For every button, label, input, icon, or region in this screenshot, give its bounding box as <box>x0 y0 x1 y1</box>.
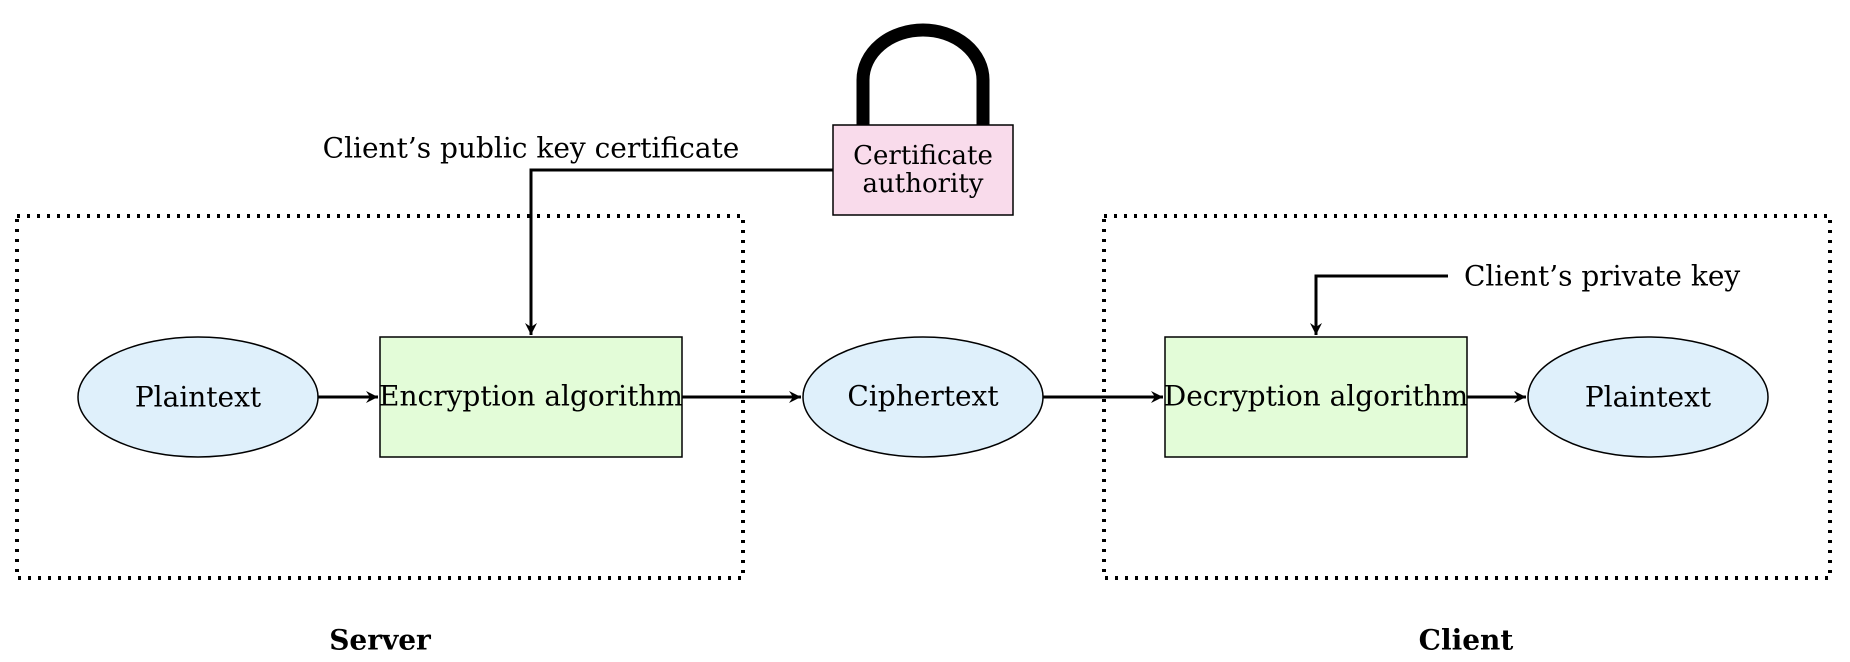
decryption-algorithm-box <box>1164 336 1468 458</box>
certificate-authority-label-line1: Certificate <box>853 141 993 171</box>
private-key-arrow <box>1310 274 1448 335</box>
certificate-authority-label-line2: authority <box>863 169 984 199</box>
client-label: Client <box>1419 624 1514 657</box>
encryption-algorithm-box <box>379 336 683 458</box>
plaintext-input-label: Plaintext <box>135 381 262 414</box>
public-key-arrow <box>525 168 833 335</box>
client-region-border <box>1102 214 1832 580</box>
plaintext-output-node <box>1527 336 1769 458</box>
padlock-icon <box>856 23 990 125</box>
server-region-border <box>15 214 745 580</box>
ciphertext-label: Ciphertext <box>847 380 999 413</box>
server-label: Server <box>329 624 432 657</box>
decryption-algorithm-label: Decryption algorithm <box>1164 380 1468 413</box>
plaintext-output-label: Plaintext <box>1585 381 1712 414</box>
certificate-authority-box <box>832 124 1014 216</box>
private-key-label: Client’s private key <box>1464 260 1740 293</box>
public-key-label: Client’s public key certificate <box>323 132 740 165</box>
encryption-algorithm-label: Encryption algorithm <box>379 380 683 413</box>
